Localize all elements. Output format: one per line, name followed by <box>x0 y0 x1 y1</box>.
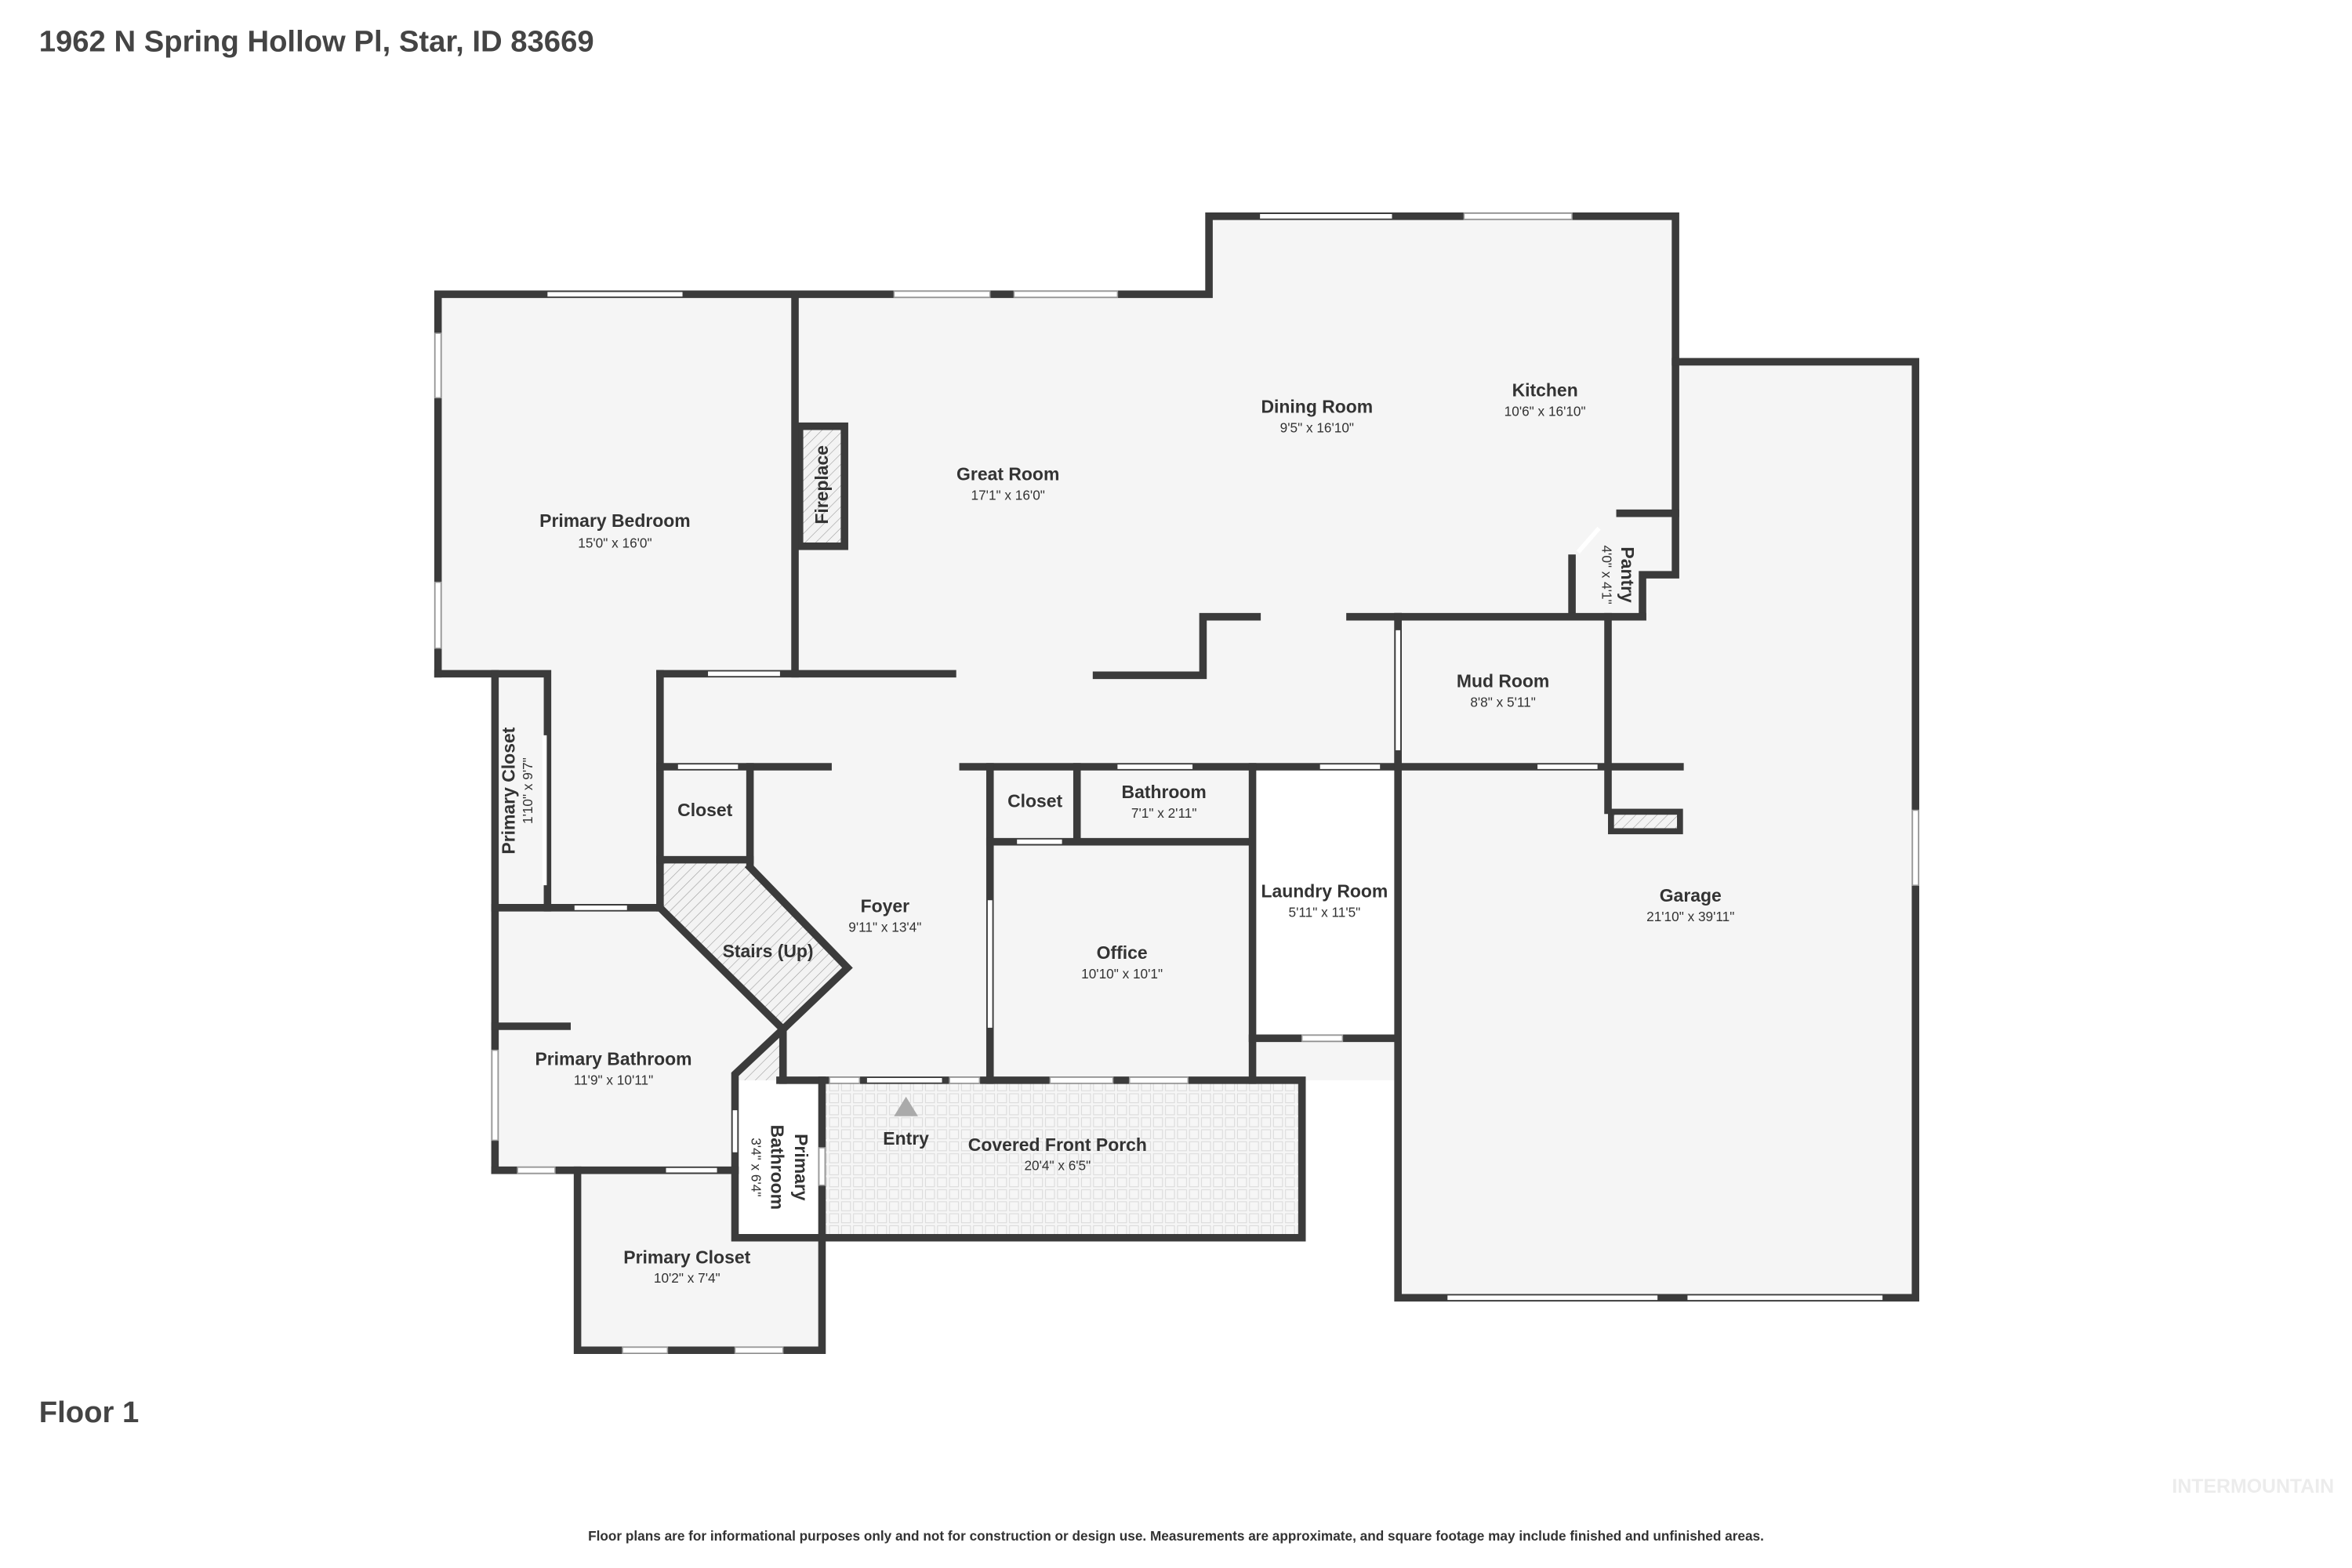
watermark: INTERMOUNTAIN <box>2172 1475 2334 1497</box>
disclaimer: Floor plans are for informational purpos… <box>588 1528 1764 1544</box>
room-pantry-dims: 4'0" x 4'1" <box>1599 545 1614 604</box>
room-primary-bathroom-dims: 11'9" x 10'11" <box>574 1073 653 1088</box>
entry-arrow-icon <box>894 1096 918 1116</box>
room-office-dims: 10'10" x 10'1" <box>1081 966 1163 982</box>
room-primary-closet-small-dims: 1'10" x 9'7" <box>520 757 535 824</box>
room-primary-closet-dims: 10'2" x 7'4" <box>654 1270 720 1286</box>
address-title: 1962 N Spring Hollow Pl, Star, ID 83669 <box>39 24 594 58</box>
room-primary-closet-small-name: Primary Closet <box>498 727 518 854</box>
room-bathroom-dims: 7'1" x 2'11" <box>1131 805 1197 821</box>
room-dining-room-name: Dining Room <box>1261 396 1373 416</box>
room-kitchen-dims: 10'6" x 16'10" <box>1504 403 1586 419</box>
room-primary-bathroom-small-line2: Bathroom <box>767 1125 787 1210</box>
room-stairs-name: Stairs (Up) <box>723 941 814 961</box>
room-garage-dims: 21'10" x 39'11" <box>1646 909 1734 924</box>
windows <box>434 212 1919 1354</box>
room-laundry-room-dims: 5'11" x 11'5" <box>1289 904 1361 920</box>
room-primary-bathroom-small-line1: Primary <box>791 1134 811 1201</box>
room-dining-room-dims: 9'5" x 16'10" <box>1280 419 1354 435</box>
room-kitchen-name: Kitchen <box>1512 379 1578 400</box>
room-office-name: Office <box>1097 942 1148 963</box>
room-foyer-name: Foyer <box>861 896 910 916</box>
floor-label: Floor 1 <box>39 1396 140 1429</box>
room-fireplace-name: Fireplace <box>811 445 832 524</box>
room-mud-room-dims: 8'8" x 5'11" <box>1470 694 1536 710</box>
room-pantry-name: Pantry <box>1617 546 1638 603</box>
room-garage-name: Garage <box>1660 885 1722 906</box>
room-primary-bedroom-dims: 15'0" x 16'0" <box>578 535 652 551</box>
fireplace <box>795 422 848 550</box>
room-great-room-name: Great Room <box>956 464 1059 485</box>
room-porch-name: Covered Front Porch <box>968 1134 1147 1155</box>
room-primary-bathroom-small-dims: 3'4" x 6'4" <box>749 1138 764 1196</box>
room-mud-room-name: Mud Room <box>1457 671 1549 691</box>
stairs <box>662 861 848 1029</box>
room-primary-closet-name: Primary Closet <box>623 1247 750 1267</box>
room-closet-office-name: Closet <box>1007 791 1062 811</box>
room-laundry-room-name: Laundry Room <box>1261 880 1388 901</box>
room-porch-dims: 20'4" x 6'5" <box>1024 1158 1091 1174</box>
room-foyer-dims: 9'11" x 13'4" <box>848 919 921 935</box>
walls <box>434 212 1920 1355</box>
room-primary-bedroom-name: Primary Bedroom <box>539 510 690 531</box>
room-entry-name: Entry <box>883 1128 929 1149</box>
garage-step <box>1608 808 1683 835</box>
room-closet-foyer-name: Closet <box>677 800 732 820</box>
room-great-room-dims: 17'1" x 16'0" <box>971 487 1045 503</box>
room-primary-bathroom-name: Primary Bathroom <box>535 1049 691 1069</box>
room-bathroom-name: Bathroom <box>1122 782 1207 802</box>
room-labels: Primary Bedroom 15'0" x 16'0" Great Room… <box>498 379 1734 1286</box>
